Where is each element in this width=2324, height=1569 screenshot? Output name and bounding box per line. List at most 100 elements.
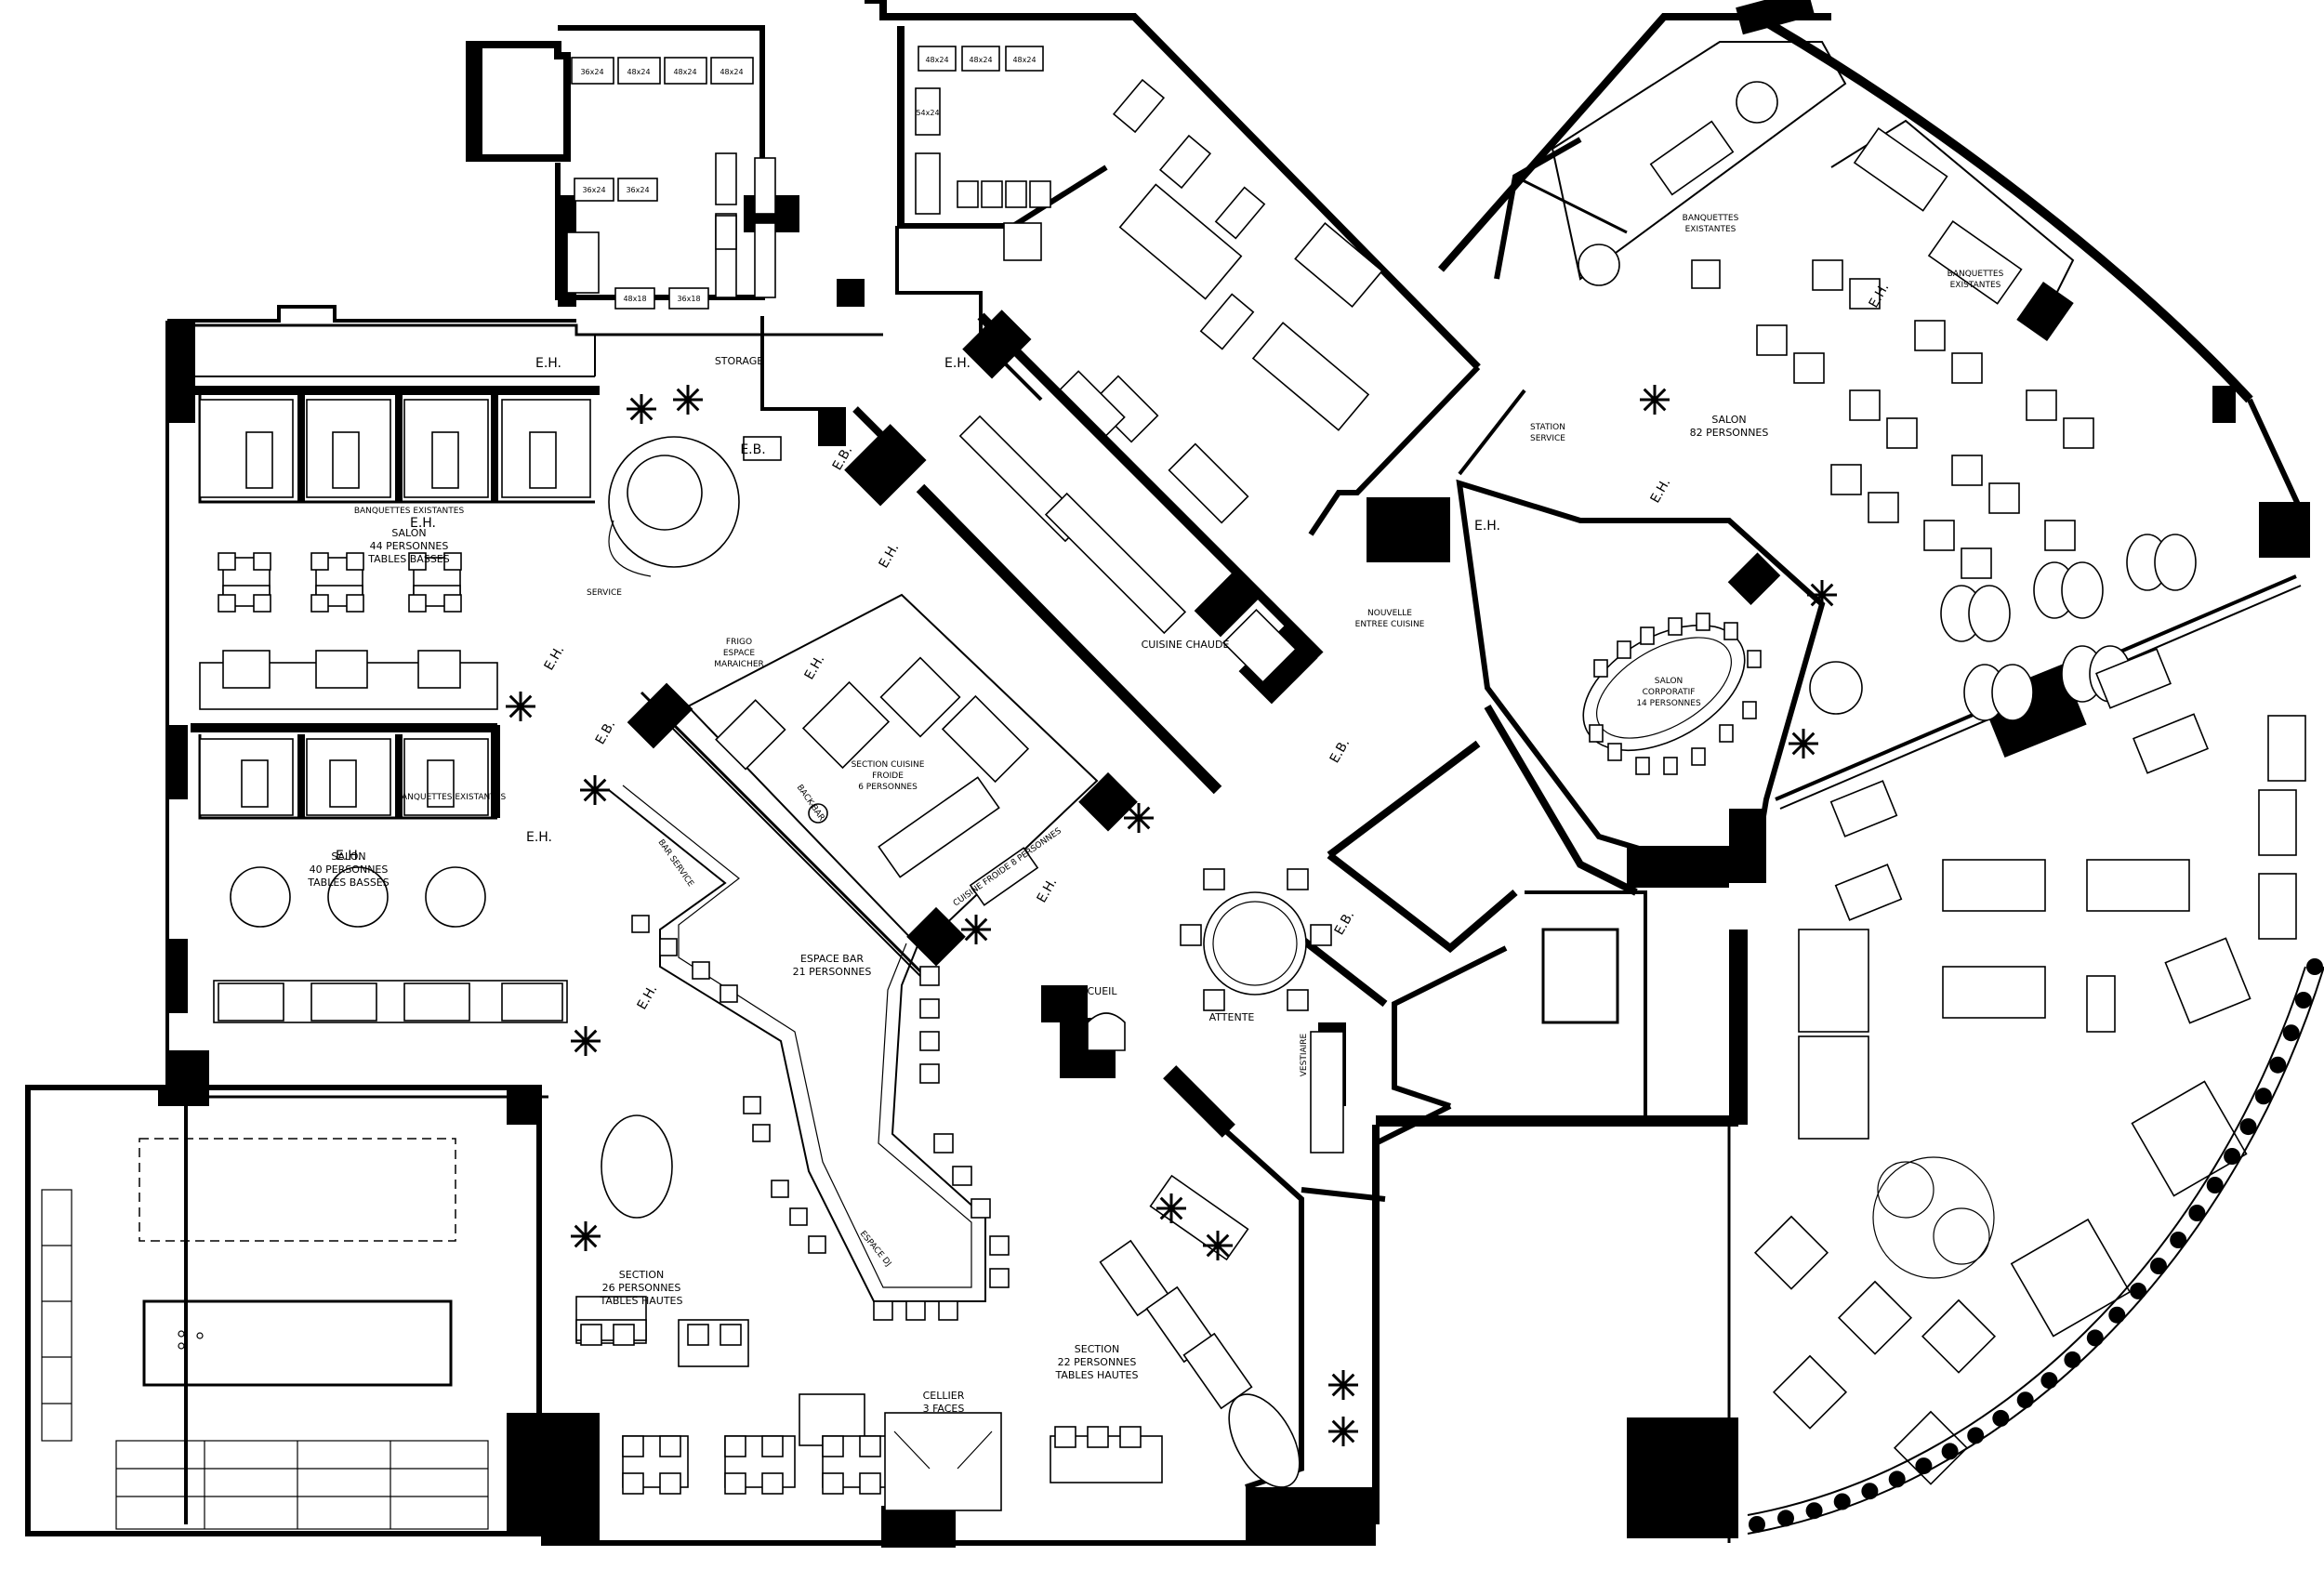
plant-icon	[1328, 1370, 1358, 1400]
planter-icon	[1967, 1427, 1985, 1444]
equipment-label: 36x24	[582, 186, 605, 194]
room-label-section-26-line-2: 26 PERSONNES	[602, 1282, 681, 1294]
room-label-espace-dj: ESPACE DJ	[858, 1230, 893, 1269]
planter-icon	[2064, 1351, 2081, 1368]
plant-icon	[673, 385, 703, 415]
planter-icon	[1861, 1483, 1879, 1500]
terrace-furniture	[1753, 859, 2251, 1485]
room-label-station-service-line-1: STATION	[1530, 423, 1565, 432]
equipment-label: 48x24	[1012, 56, 1036, 64]
equipment-label: 48x24	[925, 56, 948, 64]
planter-icon	[2239, 1118, 2257, 1136]
room-label-frigo-line-1: FRIGO	[726, 638, 752, 647]
planter-icon	[1992, 1409, 2010, 1427]
equipment-label: 48x24	[627, 68, 650, 76]
planter-icon	[2040, 1372, 2058, 1390]
marker-eh: E.H.	[336, 849, 362, 864]
equipment-label: 36x18	[677, 295, 700, 303]
plant-icon	[1124, 803, 1154, 833]
marker-eh: E.H.	[526, 830, 552, 845]
room-label-vestiaire: VESTIAIRE	[1300, 1033, 1309, 1076]
room-label-cuisine-froide-line-1: SECTION CUISINE	[852, 760, 925, 770]
room-label-frigo-line-2: ESPACE	[723, 649, 756, 658]
planter-icon	[2130, 1282, 2147, 1299]
planter-icon	[1833, 1493, 1851, 1510]
marker-eb: E.B.	[740, 442, 765, 457]
planter-icon	[2086, 1329, 2104, 1347]
planter-icon	[1777, 1510, 1794, 1527]
room-label-cuisine-froide-line-3: 6 PERSONNES	[858, 783, 918, 792]
attente-area	[1041, 868, 1344, 1154]
room-label-espace-bar-line-1: ESPACE BAR	[800, 953, 864, 965]
equipment-label: 48x24	[673, 68, 696, 76]
planter-icon	[2294, 992, 2312, 1009]
salon-corporatif-furniture	[1582, 613, 1762, 775]
plants	[506, 385, 1837, 1446]
wall-segment	[167, 321, 195, 423]
planter-icon	[2306, 958, 2323, 975]
marker-eh: E.H.	[535, 356, 561, 371]
plant-icon	[1807, 580, 1837, 610]
planter-icon	[1888, 1470, 1906, 1488]
plant-icon	[1156, 1193, 1186, 1223]
marker-eh: E.H.	[1474, 519, 1500, 534]
planter-icon	[1749, 1516, 1765, 1533]
room-label-section-26-line-3: TABLES HAUTES	[600, 1295, 683, 1307]
room-label-salon-82-line-1: SALON	[1711, 414, 1746, 426]
room-label-nouvelle-entree-line-1: NOUVELLE	[1367, 609, 1412, 618]
equipment-label: 48x24	[969, 56, 992, 64]
room-label-section-26-line-1: SECTION	[619, 1269, 664, 1281]
room-label-banquettes: BANQUETTES EXISTANTES	[396, 793, 507, 802]
pool-room	[41, 1138, 489, 1530]
room-label-accueil: ACCUEIL	[1073, 985, 1117, 997]
room-label-storage: STORAGE	[715, 355, 763, 367]
planter-icon	[2170, 1232, 2187, 1248]
room-label-salon-corporatif-line-3: 14 PERSONNES	[1636, 699, 1701, 708]
plant-icon	[1328, 1417, 1358, 1446]
planter-icon	[1915, 1457, 1933, 1475]
marker-eh: E.H.	[410, 516, 436, 531]
cuisine-froide-island	[686, 593, 1099, 950]
room-label-salon-82-line-2: 82 PERSONNES	[1690, 427, 1769, 439]
room-label-salon-corporatif-line-1: SALON	[1655, 677, 1684, 686]
room-label-banquettes-line-1: BANQUETTES	[1683, 214, 1739, 223]
room-label-banquettes-line-2: EXISTANTES	[1685, 225, 1736, 234]
marker-eh: E.H.	[635, 982, 661, 1012]
salon-44-furniture	[199, 399, 591, 710]
room-label-banquettes-line-2: EXISTANTES	[1950, 281, 2001, 290]
cellier-box	[884, 1412, 1163, 1511]
table-group	[218, 552, 462, 613]
room-label-salon-corporatif-line-2: CORPORATIF	[1643, 688, 1696, 697]
room-label-salon-44-line-3: TABLES BASSES	[367, 553, 449, 565]
equipment-label: 36x24	[626, 186, 649, 194]
room-label-banquettes-line-1: BANQUETTES	[1948, 270, 2004, 279]
terrace-planters	[1749, 958, 2323, 1533]
room-label-cellier-line-1: CELLIER	[923, 1390, 965, 1402]
salon-40-furniture	[199, 738, 568, 1023]
planter-icon	[1941, 1443, 1959, 1460]
marker-eh: E.H.	[1648, 476, 1674, 506]
section-26-furniture	[575, 1114, 893, 1495]
plant-icon	[1203, 1231, 1233, 1260]
salon-82-furniture	[1551, 41, 2306, 940]
planter-icon	[2016, 1391, 2034, 1409]
room-label-salon-40-line-2: 40 PERSONNES	[310, 864, 389, 876]
room-label-station-service-line-2: SERVICE	[1530, 434, 1565, 443]
planter-icon	[2188, 1205, 2206, 1221]
room-label-frigo-line-3: MARAICHER	[714, 660, 764, 669]
marker-eh: E.H.	[542, 643, 568, 673]
room-label-salon-44-line-1: SALON	[391, 527, 426, 539]
room-label-attente: ATTENTE	[1209, 1011, 1255, 1023]
marker-eh: E.H.	[877, 541, 903, 571]
marker-eb: E.B.	[593, 718, 619, 747]
spiral-stair	[608, 436, 782, 577]
room-label-salon-44-line-2: 44 PERSONNES	[370, 540, 449, 552]
planter-icon	[2224, 1148, 2241, 1165]
room-label-cuisine-froide-line-2: FROIDE	[872, 771, 904, 781]
kitchen-equipment: 36x24 48x24 48x24 48x24 36x24 36x24 48x1…	[566, 46, 1383, 684]
room-label-bar-service: BAR SERVICE	[656, 838, 695, 890]
marker-eb: E.B.	[1327, 736, 1353, 766]
marker-eh: E.H.	[944, 356, 971, 371]
plant-icon	[580, 775, 610, 805]
planter-icon	[2269, 1056, 2287, 1074]
